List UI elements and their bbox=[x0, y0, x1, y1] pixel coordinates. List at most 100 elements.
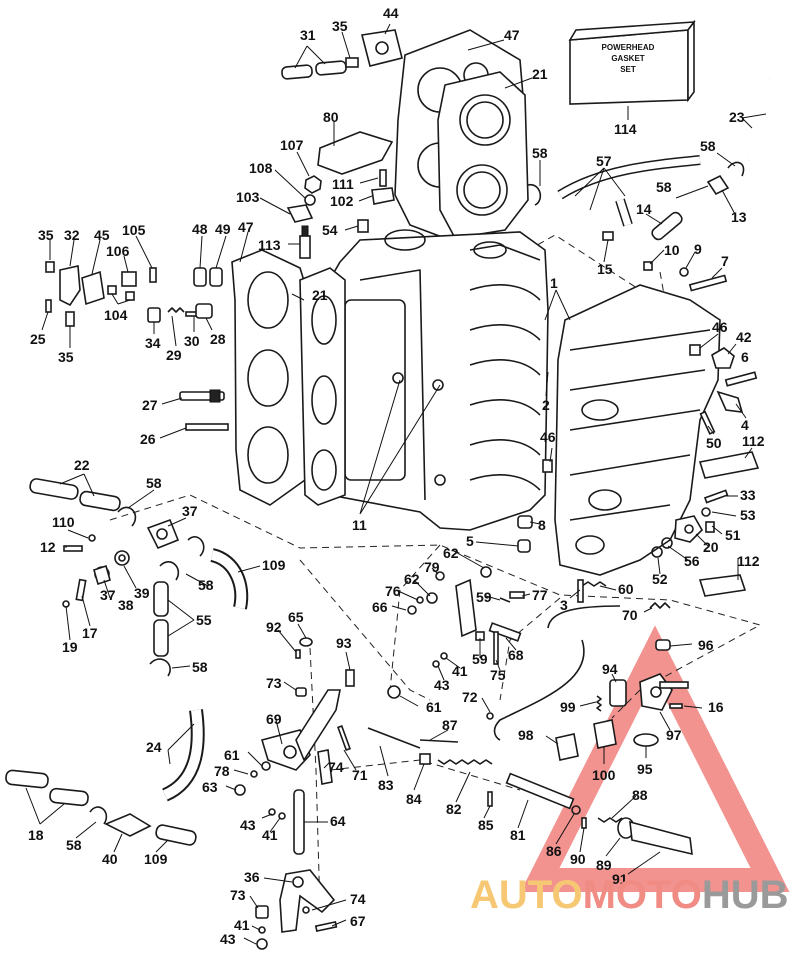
callout-66: 66 bbox=[372, 599, 388, 615]
gasket-box-line-1: POWERHEAD bbox=[602, 43, 655, 52]
nut-61-a bbox=[387, 685, 401, 699]
callout-75: 75 bbox=[490, 667, 506, 683]
spring-82 bbox=[437, 759, 493, 765]
callout-113: 113 bbox=[258, 237, 281, 253]
callout-96: 96 bbox=[698, 637, 714, 653]
fitting-10 bbox=[643, 261, 653, 271]
callout-67: 67 bbox=[350, 913, 366, 929]
callout-109: 109 bbox=[262, 557, 286, 573]
nut-66 bbox=[407, 605, 417, 615]
fitting-40 bbox=[104, 813, 152, 837]
fitting-32 bbox=[59, 265, 81, 307]
callout-46-b: 46 bbox=[540, 429, 556, 445]
callout-58-f: 58 bbox=[192, 659, 208, 675]
callout-51: 51 bbox=[725, 527, 741, 543]
callout-25: 25 bbox=[30, 331, 46, 347]
callout-61-b: 61 bbox=[224, 747, 240, 763]
callout-37: 37 bbox=[182, 503, 198, 519]
rod-16 bbox=[659, 681, 689, 689]
callout-61: 61 bbox=[426, 699, 442, 715]
bracket-100 bbox=[593, 719, 617, 749]
callout-71: 71 bbox=[352, 767, 368, 783]
callout-50: 50 bbox=[706, 435, 722, 451]
rod-87 bbox=[419, 739, 459, 743]
link-64 bbox=[293, 789, 305, 855]
plate-20 bbox=[674, 515, 703, 543]
bolt-7 bbox=[688, 274, 728, 292]
callout-11: 11 bbox=[352, 517, 367, 533]
hoses-18 bbox=[5, 769, 89, 807]
callout-10: 10 bbox=[664, 242, 680, 258]
bolt-67 bbox=[314, 921, 338, 932]
washer-86 bbox=[571, 805, 581, 815]
fitting-5 bbox=[517, 539, 531, 553]
washer-53 bbox=[701, 507, 711, 517]
callout-49: 49 bbox=[215, 221, 231, 237]
callout-62-b: 62 bbox=[404, 571, 420, 587]
spring-29 bbox=[167, 307, 185, 313]
callout-59-b: 59 bbox=[472, 651, 488, 667]
callout-38: 38 bbox=[118, 597, 134, 613]
callout-43-c: 43 bbox=[220, 931, 236, 947]
callout-20: 20 bbox=[703, 539, 719, 555]
callout-8: 8 bbox=[538, 517, 546, 533]
cap-34 bbox=[147, 307, 161, 323]
callout-27: 27 bbox=[142, 397, 158, 413]
callout-13: 13 bbox=[731, 209, 747, 225]
callout-109-b: 109 bbox=[144, 851, 168, 867]
callout-69: 69 bbox=[266, 711, 282, 727]
callout-73-b: 73 bbox=[230, 887, 246, 903]
callout-97: 97 bbox=[666, 727, 682, 743]
callout-22: 22 bbox=[74, 457, 90, 473]
callout-93: 93 bbox=[336, 635, 352, 651]
hose-57 bbox=[557, 155, 701, 227]
hose-23 bbox=[745, 77, 776, 163]
callout-58-c: 58 bbox=[656, 179, 672, 195]
callout-114: 114 bbox=[614, 121, 637, 137]
callout-112: 112 bbox=[742, 433, 765, 449]
hoses-22 bbox=[29, 478, 121, 512]
callout-17: 17 bbox=[82, 625, 98, 641]
callout-41-c: 41 bbox=[234, 917, 250, 933]
callout-104: 104 bbox=[104, 307, 128, 323]
callout-21-b: 21 bbox=[312, 287, 328, 303]
callout-15: 15 bbox=[597, 261, 613, 277]
callout-78: 78 bbox=[214, 763, 230, 779]
watermark-triangle bbox=[520, 625, 790, 892]
hose-49 bbox=[209, 267, 223, 287]
callout-88: 88 bbox=[632, 787, 648, 803]
washer-78 bbox=[250, 770, 258, 778]
callout-103: 103 bbox=[236, 189, 260, 205]
fitting-77 bbox=[509, 591, 525, 599]
callout-59: 59 bbox=[476, 589, 492, 605]
bracket-103 bbox=[286, 204, 314, 223]
callout-46: 46 bbox=[712, 319, 728, 335]
callout-107: 107 bbox=[280, 137, 304, 153]
callout-35-c: 35 bbox=[58, 349, 74, 365]
bolt-111 bbox=[379, 169, 387, 187]
callout-85: 85 bbox=[478, 817, 494, 833]
shaft-81 bbox=[505, 772, 575, 810]
fittings-104 bbox=[107, 285, 135, 301]
clamp-58-upper bbox=[527, 183, 542, 206]
callout-52: 52 bbox=[652, 571, 668, 587]
spark-plug-27 bbox=[179, 389, 225, 403]
watermark-text: AUTOMOTOHUB bbox=[470, 873, 789, 917]
pin-90 bbox=[581, 817, 587, 829]
spring-70 bbox=[649, 602, 671, 609]
screw-50 bbox=[699, 410, 716, 435]
callout-31: 31 bbox=[300, 27, 316, 43]
pin-71 bbox=[336, 725, 352, 751]
callout-63: 63 bbox=[202, 779, 218, 795]
callout-58-b: 58 bbox=[700, 138, 716, 154]
callout-102: 102 bbox=[330, 193, 354, 209]
callout-5: 5 bbox=[466, 533, 474, 549]
callout-106: 106 bbox=[106, 243, 130, 259]
lever-link bbox=[455, 578, 477, 638]
fitting-46-upper bbox=[689, 344, 701, 356]
callout-6: 6 bbox=[741, 349, 749, 365]
callout-34: 34 bbox=[145, 335, 161, 351]
spring-88 bbox=[597, 817, 623, 823]
grommet-52 bbox=[651, 546, 663, 558]
bushing-73-a bbox=[295, 687, 307, 697]
